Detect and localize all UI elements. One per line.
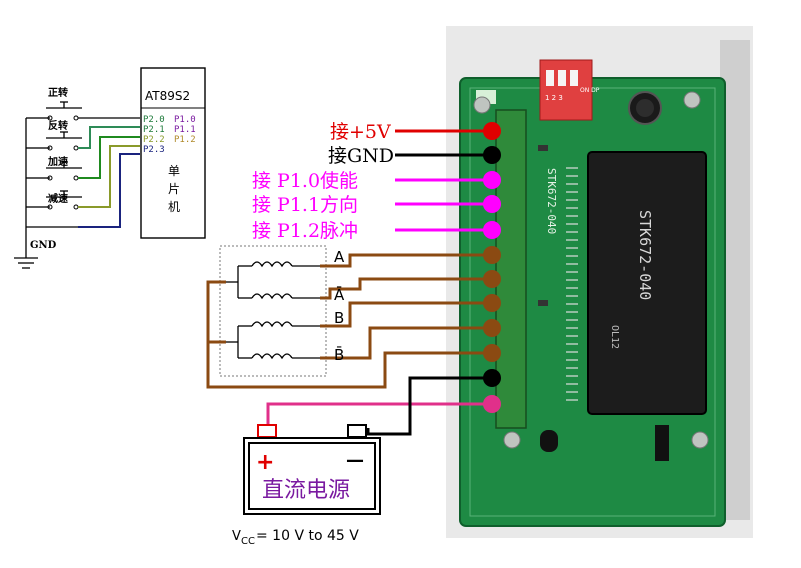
screw-top-left bbox=[473, 96, 491, 114]
button-forward-label: 正转 bbox=[48, 86, 68, 99]
terminal-phase-a[interactable] bbox=[483, 246, 501, 264]
supply-wires bbox=[266, 376, 484, 436]
mcu-pin-p1-0: P1.0 bbox=[174, 115, 196, 125]
phase-b-label: B bbox=[334, 309, 344, 327]
supply-minus-terminal[interactable] bbox=[347, 424, 367, 438]
connector-right bbox=[655, 425, 669, 461]
pushbutton-decelerate[interactable]: 减速 bbox=[36, 190, 82, 210]
screw-top-right bbox=[683, 91, 701, 109]
terminal-pulse[interactable] bbox=[483, 221, 501, 239]
vcc-prefix: V bbox=[232, 529, 241, 544]
mcu-pin-p2-1: P2.1 bbox=[143, 125, 165, 135]
terminal-supply-plus[interactable] bbox=[483, 395, 501, 413]
terminal-phase-a-bar[interactable] bbox=[483, 270, 501, 288]
screw-bottom-right bbox=[691, 431, 709, 449]
screw-bottom-left bbox=[503, 431, 521, 449]
dip-numbers: 1 2 3 bbox=[545, 94, 563, 102]
button-mcu-wires bbox=[26, 126, 140, 228]
terminal-phase-b[interactable] bbox=[483, 294, 501, 312]
label-p12-pulse: 接 P1.2脉冲 bbox=[252, 220, 358, 242]
smd-component bbox=[538, 145, 548, 151]
supply-label: 直流电源 bbox=[262, 478, 350, 503]
dc-power-supply bbox=[243, 437, 381, 515]
gnd-label: GND bbox=[30, 240, 57, 251]
mcu-pin-p2-3: P2.3 bbox=[143, 145, 165, 155]
pushbutton-forward[interactable]: 正转 bbox=[36, 86, 140, 121]
motor-coils bbox=[226, 261, 320, 360]
mcu-pin-p2-0: P2.0 bbox=[143, 115, 165, 125]
supply-minus-sign: — bbox=[346, 450, 364, 471]
motor-wires bbox=[206, 253, 484, 389]
mcu-desc-1: 单 bbox=[168, 164, 180, 178]
mcu-model: AT89S2 bbox=[145, 89, 190, 103]
vcc-range: = 10 V to 45 V bbox=[256, 528, 359, 544]
terminal-block bbox=[495, 109, 527, 429]
stk672-chip bbox=[587, 151, 707, 415]
button-accelerate-label: 加速 bbox=[47, 155, 68, 168]
label-p10-enable: 接 P1.0使能 bbox=[252, 170, 358, 192]
label-p11-direction: 接 P1.1方向 bbox=[252, 194, 358, 216]
terminal-supply-minus[interactable] bbox=[483, 369, 501, 387]
transistor bbox=[540, 430, 558, 452]
phase-a-bar-label: Ā bbox=[334, 286, 345, 304]
mcu-chip bbox=[140, 67, 206, 239]
terminal-plus5v[interactable] bbox=[483, 122, 501, 140]
button-decelerate-label: 减速 bbox=[48, 192, 68, 205]
phase-a-label: A bbox=[334, 248, 345, 266]
smd-component bbox=[538, 300, 548, 306]
vcc-subscript: CC bbox=[241, 536, 255, 547]
terminal-enable[interactable] bbox=[483, 171, 501, 189]
terminal-gnd[interactable] bbox=[483, 146, 501, 164]
mcu-pin-p1-1: P1.1 bbox=[174, 125, 196, 135]
phase-b-bar-label: B̄ bbox=[334, 345, 344, 364]
chip-label: STK672-040 bbox=[636, 210, 654, 300]
terminal-motor-common[interactable] bbox=[483, 344, 501, 362]
label-plus5v: 接+5V bbox=[330, 121, 391, 143]
chip-pins bbox=[566, 167, 578, 401]
button-ground-bus bbox=[14, 117, 38, 269]
label-gnd: 接GND bbox=[328, 145, 394, 167]
chip-small-label: OL12 bbox=[609, 325, 620, 349]
terminal-direction[interactable] bbox=[483, 195, 501, 213]
supply-plus-terminal[interactable] bbox=[257, 424, 277, 438]
mcu-desc-2: 片 bbox=[168, 182, 180, 196]
pushbutton-accelerate[interactable]: 加速 bbox=[36, 155, 82, 181]
pushbutton-reverse[interactable]: 反转 bbox=[36, 119, 82, 151]
supply-plus-sign: + bbox=[256, 450, 274, 475]
mcu-pin-p2-2: P2.2 bbox=[143, 135, 165, 145]
dip-on-label: ON DP bbox=[580, 87, 600, 94]
terminal-phase-b-bar[interactable] bbox=[483, 319, 501, 337]
pcb-vertical-label: STK672-040 bbox=[545, 168, 558, 234]
connection-wires bbox=[395, 129, 490, 232]
mcu-desc-3: 机 bbox=[168, 200, 180, 214]
terminal-dots bbox=[483, 122, 501, 413]
button-reverse-label: 反转 bbox=[48, 119, 68, 132]
mcu-pin-p1-2: P1.2 bbox=[174, 135, 196, 145]
